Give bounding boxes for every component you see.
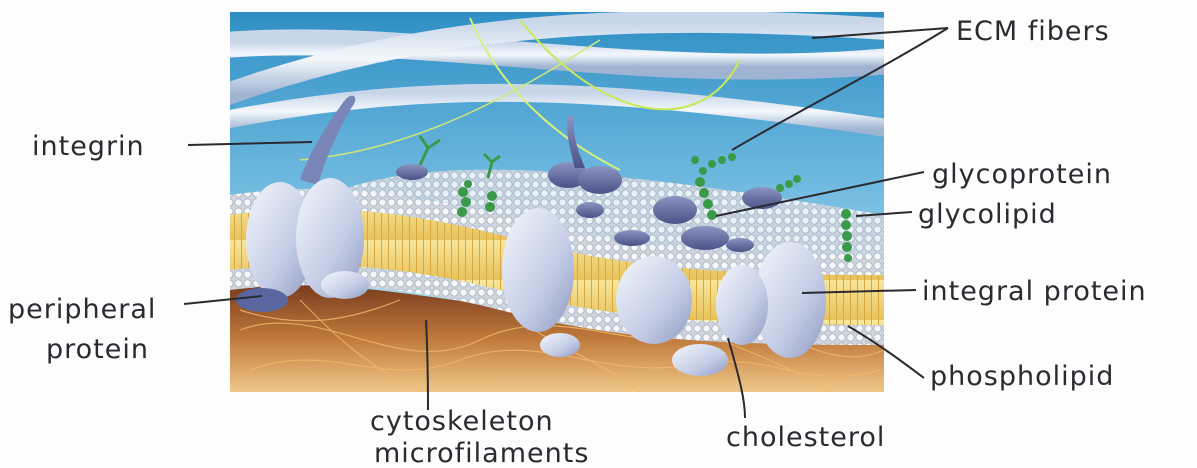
label-cholesterol: cholesterol <box>726 422 885 453</box>
label-ecm-fibers: ECM fibers <box>956 16 1110 47</box>
label-phospholipid: phospholipid <box>930 361 1114 392</box>
label-peripheral-protein-line2: protein <box>46 334 149 365</box>
label-cytoskeleton-line1: cytoskeleton <box>370 406 554 437</box>
membrane-illustration <box>225 12 900 392</box>
label-integrin: integrin <box>32 131 145 162</box>
label-peripheral-protein-line1: peripheral <box>8 294 156 325</box>
label-glycolipid: glycolipid <box>918 199 1057 230</box>
label-glycoprotein: glycoprotein <box>932 159 1112 190</box>
label-cytoskeleton-line2: microfilaments <box>374 438 589 468</box>
label-integral-protein: integral protein <box>922 276 1147 307</box>
